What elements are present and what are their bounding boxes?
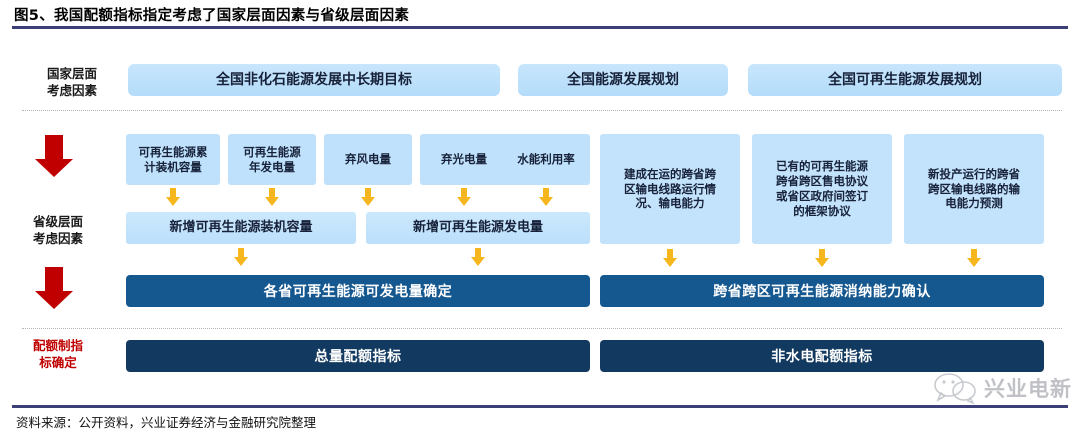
yellow-down-arrow-1 — [166, 188, 180, 206]
footer-rule — [12, 405, 1068, 408]
cross-region-factor-box-1-line2: 区输电线路运行情 — [624, 181, 716, 196]
red-down-arrow-top — [35, 135, 73, 177]
cross-region-factor-box-3-line2: 跨区输电线路的输 — [928, 181, 1020, 196]
yellow-down-arrow-8 — [663, 249, 677, 267]
provincial-factor-box-1[interactable]: 可再生能源累 计装机容量 — [126, 134, 220, 185]
provincial-factor-box-2-line1: 可再生能源 — [243, 144, 301, 159]
provincial-aggregate-box-2[interactable]: 新增可再生能源发电量 — [366, 212, 590, 244]
result-bar-cross-region[interactable]: 跨省跨区可再生能源消纳能力确认 — [600, 275, 1044, 307]
cross-region-factor-box-2-line3: 或省区政府间签订 — [776, 189, 868, 203]
red-down-arrow-bottom — [35, 267, 73, 309]
cross-region-factor-box-1-line1: 建成在运的跨省跨 — [624, 166, 716, 181]
quota-bar-total[interactable]: 总量配额指标 — [126, 340, 590, 372]
divider-national-provincial — [22, 110, 1062, 111]
section-label-provincial-line1: 省级层面 — [32, 214, 83, 229]
source-note: 资料来源：公开资料，兴业证券经济与金融研究院整理 — [16, 415, 317, 430]
national-box-1[interactable]: 全国非化石能源发展中长期目标 — [128, 64, 500, 96]
cross-region-factor-box-2-line1: 已有的可再生能源 — [776, 159, 868, 174]
section-label-national-line1: 国家层面 — [46, 66, 97, 81]
provincial-factor-box-2-line2: 年发电量 — [249, 159, 295, 174]
provincial-factor-box-4[interactable]: 弃光电量 — [420, 134, 508, 185]
yellow-down-arrow-6 — [234, 248, 248, 266]
provincial-factor-box-3-line1: 弃风电量 — [345, 152, 391, 167]
national-box-3[interactable]: 全国可再生能源发展规划 — [748, 64, 1062, 96]
cross-region-factor-box-3-line1: 新投产运行的跨省 — [928, 166, 1020, 181]
provincial-factor-box-1-line2: 计装机容量 — [144, 159, 202, 174]
provincial-factor-box-5-line1: 水能利用率 — [517, 152, 575, 167]
section-label-provincial-line2: 考虑因素 — [32, 230, 83, 246]
yellow-down-arrow-7 — [471, 248, 485, 266]
yellow-down-arrow-4 — [457, 188, 471, 206]
result-bar-provincial[interactable]: 各省可再生能源可发电量确定 — [126, 275, 590, 307]
provincial-factor-box-4-line1: 弃光电量 — [441, 152, 487, 167]
cross-region-factor-box-3-line3: 电能力预测 — [945, 196, 1003, 211]
cross-region-factor-box-2-line4: 的框架协议 — [793, 203, 851, 218]
national-box-2[interactable]: 全国能源发展规划 — [518, 64, 728, 96]
yellow-down-arrow-5 — [539, 188, 553, 206]
yellow-down-arrow-9 — [815, 249, 829, 267]
cross-region-factor-box-1[interactable]: 建成在运的跨省跨 区输电线路运行情 况、输电能力 — [600, 134, 740, 244]
section-label-provincial: 省级层面 考虑因素 — [8, 214, 108, 248]
quota-bar-nonhydro[interactable]: 非水电配额指标 — [600, 340, 1044, 372]
page-title: 图5、我国配额指标指定考虑了国家层面因素与省级层面因素 — [14, 8, 410, 24]
watermark-text: 兴业电新 — [984, 377, 1072, 401]
provincial-factor-box-2[interactable]: 可再生能源 年发电量 — [228, 134, 316, 185]
yellow-down-arrow-10 — [967, 249, 981, 267]
cross-region-factor-box-1-line3: 况、输电能力 — [635, 196, 705, 211]
provincial-factor-box-5[interactable]: 水能利用率 — [502, 134, 590, 185]
wechat-bubble-icon — [934, 373, 976, 404]
title-rule — [12, 26, 1068, 29]
cross-region-factor-box-2[interactable]: 已有的可再生能源 跨省跨区售电协议 或省区政府间签订 的框架协议 — [752, 134, 892, 244]
section-label-national-line2: 考虑因素 — [46, 82, 97, 98]
divider-provincial-quota — [22, 328, 1062, 329]
provincial-factor-box-1-line1: 可再生能源累 — [138, 144, 208, 159]
section-label-quota: 配额制指 标确定 — [8, 338, 108, 372]
cross-region-factor-box-2-line2: 跨省跨区售电协议 — [776, 174, 868, 189]
section-label-quota-line2: 标确定 — [39, 354, 77, 370]
watermark: 兴业电新 — [932, 372, 1072, 404]
section-label-quota-line1: 配额制指 — [32, 338, 83, 353]
yellow-down-arrow-2 — [265, 188, 279, 206]
cross-region-factor-box-3[interactable]: 新投产运行的跨省 跨区输电线路的输 电能力预测 — [904, 134, 1044, 244]
provincial-aggregate-box-1[interactable]: 新增可再生能源装机容量 — [126, 212, 356, 244]
yellow-down-arrow-3 — [361, 188, 375, 206]
provincial-factor-box-3[interactable]: 弃风电量 — [324, 134, 412, 185]
section-label-national: 国家层面 考虑因素 — [22, 66, 122, 100]
